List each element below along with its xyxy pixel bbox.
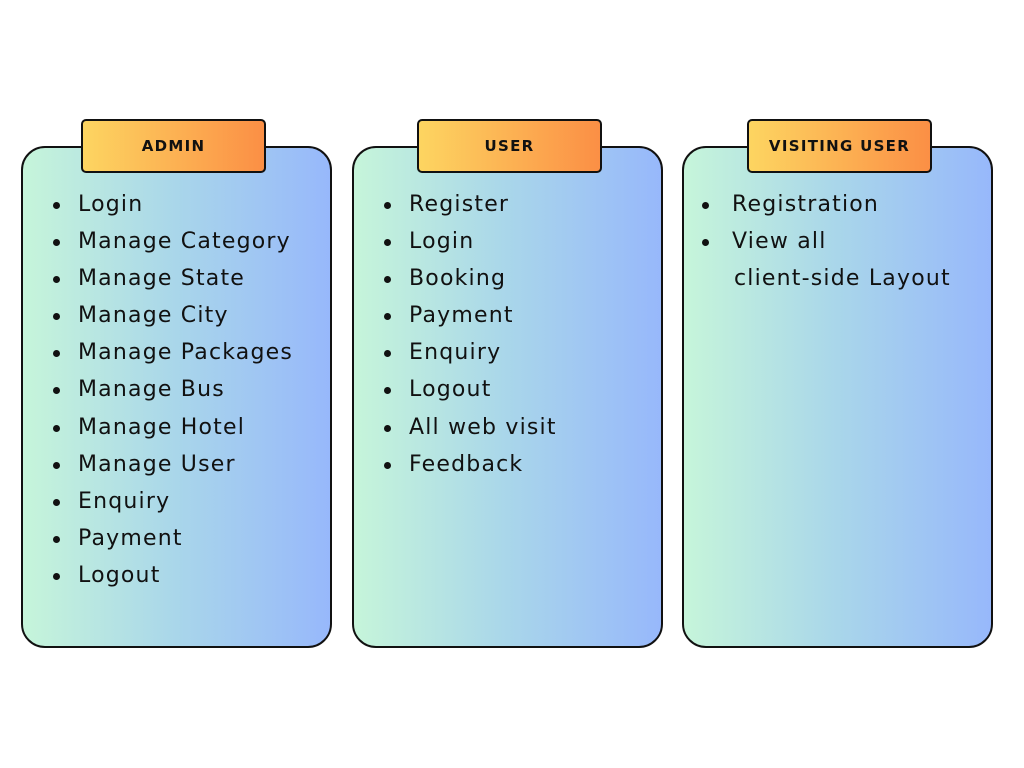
list-item-label: Manage City (78, 303, 229, 329)
bullet-dot-icon (53, 350, 60, 358)
list-item-label: Manage State (78, 266, 246, 292)
admin-panel: ADMIN Login Manage Category Manage State… (21, 119, 332, 648)
bullet-dot-icon (384, 239, 391, 247)
bullet-dot-icon (384, 350, 391, 358)
list-item: Register (354, 190, 661, 227)
list-item: Payment (354, 301, 661, 338)
list-item: Manage User (23, 450, 330, 487)
bullet-dot-icon (384, 202, 391, 209)
admin-feature-list: Login Manage Category Manage State Manag… (23, 190, 330, 598)
list-item-continuation-label: client-side Layout (734, 266, 951, 292)
visiting-user-feature-list: Registration View all client-side Layout (684, 190, 991, 301)
list-item-label: Payment (409, 303, 514, 329)
bullet-dot-icon (384, 424, 391, 432)
bullet-dot-icon (53, 461, 60, 469)
bullet-dot-icon (384, 461, 391, 469)
bullet-dot-icon (384, 313, 391, 321)
list-item-label: Enquiry (409, 340, 502, 366)
visiting-user-title-tab: VISITING USER (747, 119, 932, 173)
list-item-label: Login (409, 229, 475, 255)
list-item: Logout (23, 561, 330, 598)
list-item-label: View all (732, 229, 827, 255)
list-item: Manage Packages (23, 338, 330, 375)
list-item-label: Login (78, 192, 144, 217)
user-feature-list: Register Login Booking Payment Enquiry L… (354, 190, 661, 487)
bullet-dot-icon (384, 276, 391, 284)
list-item: Manage City (23, 301, 330, 338)
list-item: Login (354, 227, 661, 264)
bullet-dot-icon (53, 498, 60, 506)
list-item: Manage State (23, 264, 330, 301)
list-item: Manage Bus (23, 375, 330, 412)
bullet-dot-icon (53, 572, 60, 580)
bullet-dot-icon (702, 202, 709, 209)
bullet-dot-icon (53, 424, 60, 432)
list-item: Enquiry (354, 338, 661, 375)
bullet-dot-icon (53, 387, 60, 395)
admin-title-tab: ADMIN (81, 119, 266, 173)
list-item: Enquiry (23, 487, 330, 524)
list-item-label: Register (409, 192, 510, 217)
list-item: View all (684, 227, 991, 264)
list-item-label: Logout (78, 562, 161, 588)
list-item-label: Manage Packages (78, 340, 294, 366)
bullet-dot-icon (53, 202, 60, 209)
list-item: All web visit (354, 413, 661, 450)
user-panel: USER Register Login Booking Payment Enqu… (352, 119, 663, 648)
list-item-label: Booking (409, 266, 507, 292)
list-item-label: Registration (732, 192, 880, 217)
list-item-label: Manage Category (78, 229, 291, 255)
list-item-continuation: client-side Layout (684, 264, 991, 301)
list-item-label: Manage Bus (78, 377, 225, 403)
bullet-dot-icon (53, 276, 60, 284)
list-item: Registration (684, 190, 991, 227)
bullet-dot-icon (53, 535, 60, 543)
list-item-label: Payment (78, 525, 183, 551)
bullet-dot-icon (384, 387, 391, 395)
list-item-label: Manage Hotel (78, 414, 246, 440)
list-item-label: Feedback (409, 451, 524, 477)
user-title-tab: USER (417, 119, 602, 173)
list-item-label: Manage User (78, 451, 236, 477)
list-item: Logout (354, 375, 661, 412)
list-item: Login (23, 190, 330, 227)
list-item: Manage Category (23, 227, 330, 264)
list-item: Booking (354, 264, 661, 301)
visiting-user-panel: VISITING USER Registration View all clie… (682, 119, 993, 648)
list-item: Manage Hotel (23, 413, 330, 450)
list-item: Feedback (354, 450, 661, 487)
list-item-label: Logout (409, 377, 492, 403)
bullet-dot-icon (702, 239, 709, 247)
list-item-label: All web visit (409, 414, 557, 440)
bullet-dot-icon (53, 313, 60, 321)
list-item-label: Enquiry (78, 488, 171, 514)
bullet-dot-icon (53, 239, 60, 247)
list-item: Payment (23, 524, 330, 561)
